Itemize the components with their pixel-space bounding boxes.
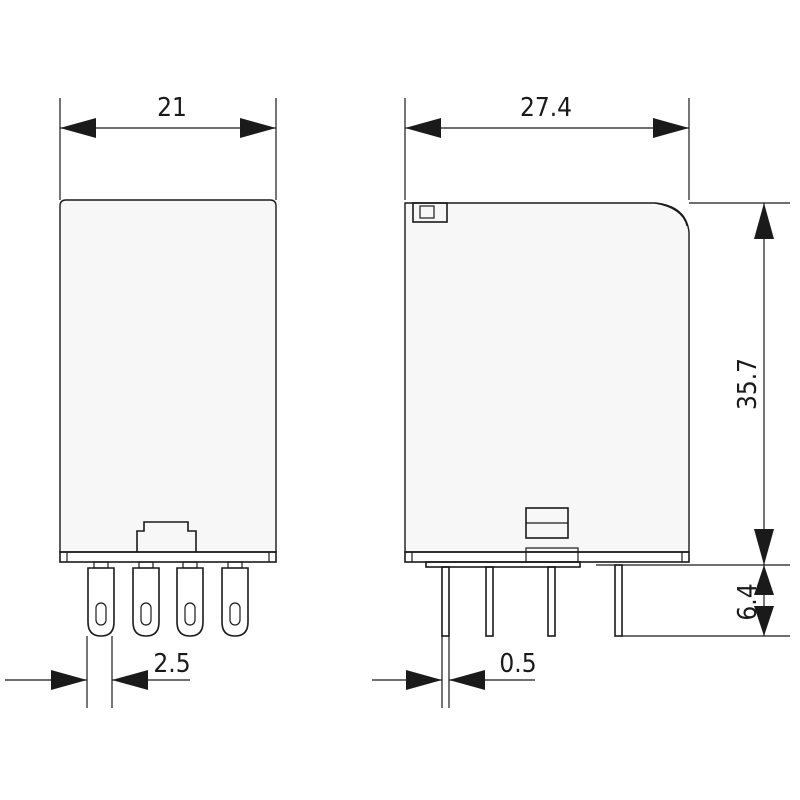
pitch-arrow-right (112, 670, 148, 690)
height-label: 35.7 (733, 358, 763, 410)
pin-length-arrow-bottom (754, 606, 774, 636)
pitch-arrow-left (51, 670, 87, 690)
front-pin (87, 561, 115, 637)
front-view: 21 (5, 93, 277, 708)
side-base (404, 551, 690, 563)
pin-length-label: 6.4 (733, 583, 763, 620)
thickness-arrow-left (406, 670, 442, 690)
front-latch-notch (136, 521, 197, 552)
pin-thickness-label: 0.5 (499, 649, 536, 679)
height-arrow-top (754, 203, 774, 239)
front-base (59, 551, 277, 563)
front-housing (59, 199, 277, 553)
front-pin (132, 561, 160, 637)
side-housing (404, 202, 690, 553)
front-pins (87, 561, 249, 637)
side-width-arrow-left (405, 118, 441, 138)
side-width-arrow-right (653, 118, 689, 138)
side-pin (485, 566, 494, 637)
pin-length-arrow-top (754, 565, 774, 595)
side-pins (441, 564, 623, 637)
height-arrow-bottom (754, 529, 774, 565)
pin-pitch-label: 2.5 (153, 649, 190, 679)
side-top-latch (412, 202, 448, 223)
side-width-label: 27.4 (520, 93, 572, 123)
front-pin (221, 561, 249, 637)
front-pin (176, 561, 204, 637)
front-width-label: 21 (157, 93, 187, 123)
side-pin (441, 566, 450, 637)
side-pin (547, 566, 556, 637)
front-width-arrow-left (60, 118, 96, 138)
thickness-arrow-right (449, 670, 485, 690)
front-width-arrow-right (240, 118, 276, 138)
side-pin (614, 564, 623, 637)
side-terminal-plate (425, 561, 581, 568)
side-view: 27.4 35.7 (372, 93, 790, 708)
